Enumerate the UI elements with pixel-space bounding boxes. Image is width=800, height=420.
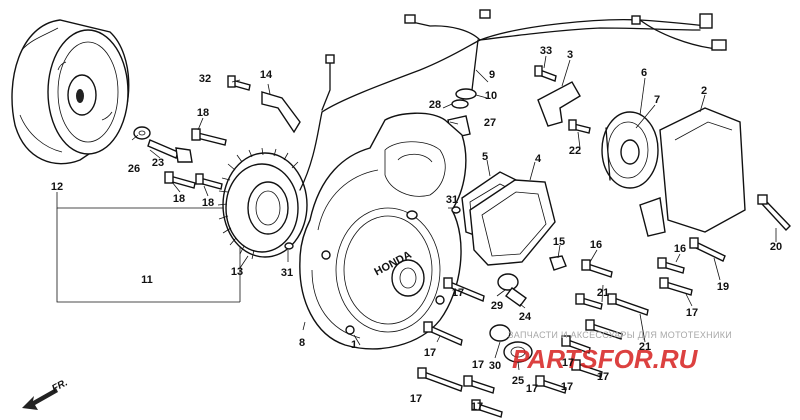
callout-27: 27 xyxy=(484,117,496,129)
callout-18: 18 xyxy=(197,107,209,119)
callout-14: 14 xyxy=(260,69,273,81)
callout-13: 13 xyxy=(231,266,243,278)
callout-17: 17 xyxy=(472,359,484,371)
callout-17: 17 xyxy=(597,371,609,383)
callout-16: 16 xyxy=(674,243,686,255)
long-bolt xyxy=(757,194,791,232)
callout-11: 11 xyxy=(141,274,153,286)
cover-bolt xyxy=(607,293,649,316)
nut xyxy=(549,255,567,271)
callout-7: 7 xyxy=(654,94,660,106)
cover-bolt xyxy=(575,293,603,310)
callout-17: 17 xyxy=(561,381,573,393)
cover-bolt xyxy=(417,367,463,392)
o-ring xyxy=(489,324,511,342)
callout-4: 4 xyxy=(535,153,542,165)
stator-bolt xyxy=(191,128,227,146)
callout-32: 32 xyxy=(199,73,211,85)
cover-bolt xyxy=(571,359,603,378)
callout-25: 25 xyxy=(512,375,524,387)
callout-19: 19 xyxy=(717,281,729,293)
callout-33: 33 xyxy=(540,45,552,57)
callout-17: 17 xyxy=(686,307,698,319)
callout-30: 30 xyxy=(489,360,501,372)
callout-6: 6 xyxy=(641,67,647,79)
cover-bolt xyxy=(657,257,685,274)
callout-15: 15 xyxy=(553,236,565,248)
bracket-bolt xyxy=(568,119,591,134)
callout-18: 18 xyxy=(173,193,185,205)
callout-17: 17 xyxy=(526,383,538,395)
plug xyxy=(497,273,527,307)
callout-24: 24 xyxy=(519,311,532,323)
flywheel xyxy=(11,19,130,165)
callout-20: 20 xyxy=(770,241,782,253)
callout-3: 3 xyxy=(567,49,573,61)
crankcase-cover: HONDA xyxy=(299,112,467,350)
washer xyxy=(133,126,151,140)
generator-cover xyxy=(469,179,556,266)
callout-22: 22 xyxy=(569,145,581,157)
callout-10: 10 xyxy=(485,90,497,102)
watermark-text: ЗАПЧАСТИ И АКСЕССУАРЫ ДЛЯ МОТОТЕХНИКИ xyxy=(508,330,732,340)
dowel-pin xyxy=(284,242,294,250)
callout-9: 9 xyxy=(489,69,495,81)
callout-17: 17 xyxy=(424,347,436,359)
cover-bolt xyxy=(535,375,567,394)
cover-bolt xyxy=(471,399,503,418)
cover-bolt xyxy=(463,375,495,394)
wire-clamp xyxy=(261,91,301,134)
callout-17: 17 xyxy=(562,357,574,369)
wire-harness xyxy=(321,9,727,113)
callout-29: 29 xyxy=(491,300,503,312)
pulse-generator xyxy=(601,111,659,189)
stator-bolt xyxy=(195,173,223,190)
cover-bolt xyxy=(689,237,726,262)
callout-26: 26 xyxy=(128,163,140,175)
callout-21: 21 xyxy=(597,287,609,299)
cover-bolt xyxy=(581,259,613,278)
callout-12: 12 xyxy=(51,181,63,193)
front-direction-arrow: FR. xyxy=(22,377,70,410)
bracket-bolt xyxy=(534,65,557,82)
callout-17: 17 xyxy=(452,287,464,299)
callout-2: 2 xyxy=(701,85,707,97)
timing-cap xyxy=(503,341,533,363)
callout-18: 18 xyxy=(202,197,214,209)
watermark-logo: PARTSFOR.RU xyxy=(512,344,699,374)
cover-bolt xyxy=(561,335,591,354)
cover-bolt xyxy=(585,319,623,340)
callout-1: 1 xyxy=(351,339,357,351)
cover-bolt xyxy=(423,321,463,346)
outer-cover xyxy=(639,107,746,237)
callout-8: 8 xyxy=(299,337,305,349)
callout-23: 23 xyxy=(152,157,164,169)
stator-bolt xyxy=(164,171,196,189)
callout-16: 16 xyxy=(590,239,602,251)
clamp-bolt xyxy=(227,75,251,91)
leader-lines xyxy=(131,55,777,371)
watermark: ЗАПЧАСТИ И АКСЕССУАРЫ ДЛЯ МОТОТЕХНИКИ PA… xyxy=(508,330,732,374)
callout-21: 21 xyxy=(639,341,651,353)
direction-label: FR. xyxy=(50,377,69,394)
callout-28: 28 xyxy=(429,99,441,111)
callout-31: 31 xyxy=(281,267,293,279)
flywheel-bolt xyxy=(147,139,193,163)
cover-bolt xyxy=(443,277,485,302)
mount-bracket xyxy=(537,81,581,127)
dowel-pin xyxy=(451,206,461,214)
stator xyxy=(217,111,323,260)
callout-31: 31 xyxy=(446,194,458,206)
callout-17: 17 xyxy=(471,401,483,413)
callout-5: 5 xyxy=(482,151,488,163)
cover-bolt xyxy=(659,277,693,296)
callout-17: 17 xyxy=(410,393,422,405)
